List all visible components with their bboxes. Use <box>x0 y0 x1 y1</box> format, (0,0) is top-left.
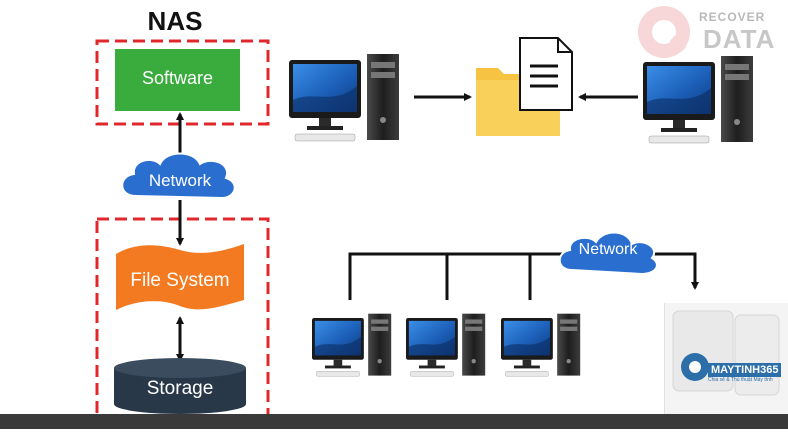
diagram-title: NAS <box>147 6 203 36</box>
desktop-computer-icon <box>500 313 581 377</box>
file-system-label: File System <box>130 270 230 291</box>
desktop-computer-icon <box>405 313 486 377</box>
storage-label: Storage <box>146 378 214 399</box>
maytinh365-brand-text: MAYTINH365 <box>708 363 782 377</box>
network-cloud-right <box>558 231 658 276</box>
network-bus-line <box>348 252 699 300</box>
storage-cylinder-top <box>114 358 246 378</box>
network-label-left: Network <box>148 171 212 190</box>
file-system-shape <box>116 244 244 310</box>
desktop-computer-icon <box>642 55 754 144</box>
video-progress-bar[interactable] <box>0 414 788 429</box>
desktop-computer-icon <box>311 313 392 377</box>
recover-watermark-text: RECOVER <box>699 10 766 24</box>
desktop-computer-icon <box>288 53 400 142</box>
data-watermark-text: DATA <box>703 24 776 54</box>
software-box <box>115 49 240 111</box>
software-label: Software <box>141 68 214 88</box>
network-cloud-left <box>121 152 236 200</box>
storage-cylinder <box>114 368 246 414</box>
network-label-right: Network <box>578 241 638 258</box>
recover-data-logo <box>638 6 690 58</box>
folder-document-icon <box>476 37 573 136</box>
maytinh365-tagline: Chia sẻ & Thủ thuật Máy tính <box>708 377 773 383</box>
